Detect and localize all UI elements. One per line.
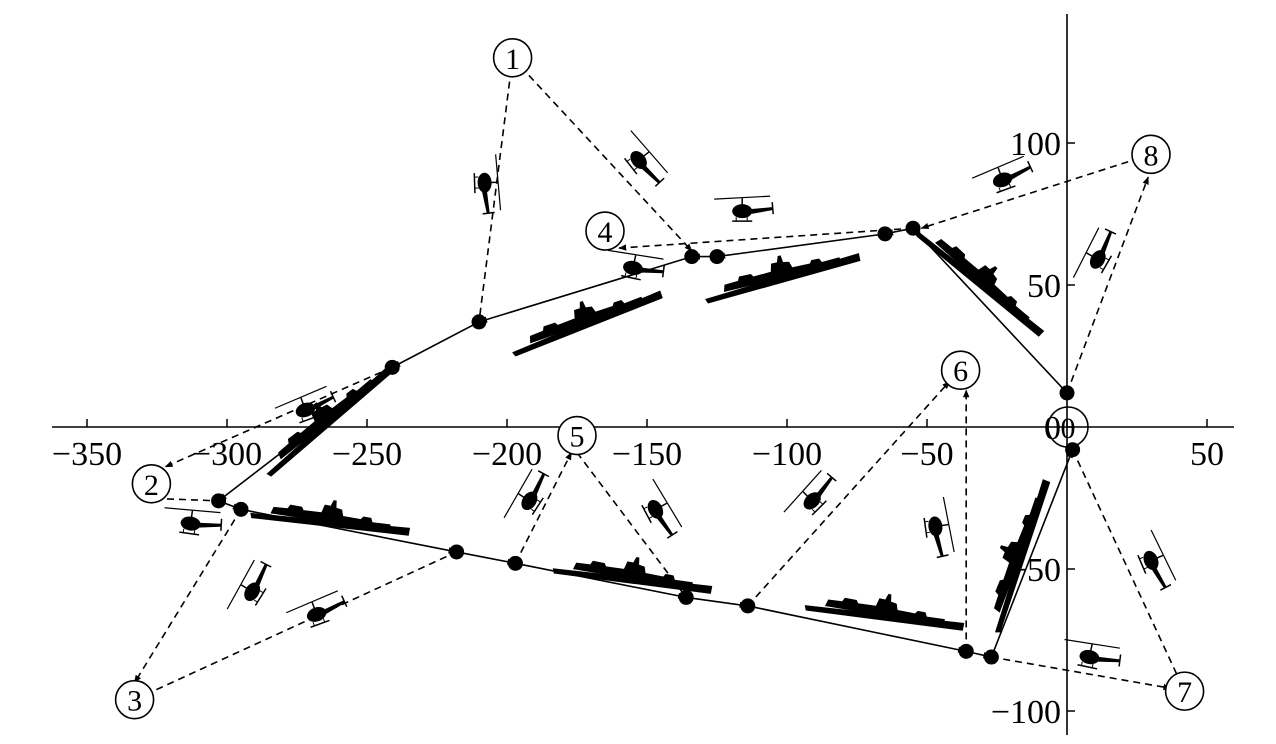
helicopter-route [1066,176,1149,394]
target-label: 4 [598,216,613,249]
x-tick-label: −100 [752,436,822,473]
x-tick-label: −300 [192,436,262,473]
ship-route-segment [456,551,517,565]
helicopter-icon [472,153,502,215]
ship-icon [699,239,863,304]
helicopter-route [476,57,514,323]
target-marker [1164,671,1205,711]
helicopter-route [920,153,1152,230]
y-tick-label: 50 [1027,268,1061,305]
waypoint-marker [507,555,523,571]
waypoint-marker [233,501,249,517]
waypoint-marker [1059,385,1075,401]
waypoint-marker [709,249,725,265]
target-marker [585,211,625,251]
target-label: 1 [505,43,520,76]
waypoint-marker [449,544,465,560]
y-tick-label: −50 [1008,552,1061,589]
helicopter-icon [713,195,774,222]
helicopter-route [164,366,393,468]
ship-icon [803,578,967,641]
helicopter-icon [284,588,350,635]
target-label: 2 [144,469,159,502]
helicopter-route [991,656,1172,691]
waypoint-marker [678,589,694,605]
ship-route-segment [391,321,480,369]
y-tick-label: 0 [1044,410,1061,447]
helicopter-icon [1130,528,1178,594]
ship-route-segment [217,366,393,502]
ship-route-segment [747,605,968,653]
helicopter-icon [500,465,556,531]
target-label: 8 [1144,139,1159,172]
x-tick-label: −150 [612,436,682,473]
origin-label: 0 [1061,412,1076,445]
x-tick-label: −200 [472,436,542,473]
origin-marker [1047,406,1089,448]
ship-route-segment [686,596,749,608]
target-marker [492,37,533,78]
y-tick-label: 100 [1010,126,1061,163]
helicopter-icon [612,127,671,192]
helicopter-icon [920,495,956,560]
ship-route-segment [990,448,1074,658]
target-marker [1131,134,1171,175]
target-marker [557,415,597,456]
ship-route-segment [912,227,1068,394]
helicopter-route [134,551,458,701]
helicopter-route [512,57,693,252]
ship-route-segment [515,562,688,599]
waypoint-marker [471,314,487,330]
ship-route-segment [716,233,886,259]
helicopter-route [747,380,950,607]
waypoint-marker [384,359,400,375]
waypoint-marker [958,643,974,659]
target-label: 5 [570,421,585,454]
target-marker [131,463,172,504]
x-tick-label: −50 [900,436,953,473]
waypoint-marker [740,598,756,614]
y-tick-label: −100 [991,694,1061,731]
waypoint-marker [211,493,227,509]
helicopter-icon [1059,635,1124,675]
helicopter-icon [781,467,842,529]
target-label: 7 [1177,676,1192,709]
x-tick-label: −250 [332,436,402,473]
target-label: 6 [953,355,968,388]
ship-route-segment [478,255,693,323]
helicopter-route [514,451,573,564]
helicopter-route [133,508,242,684]
helicopter-icon [632,476,684,543]
helicopter-route [618,227,914,251]
waypoint-marker [684,249,700,265]
helicopter-icon [602,246,668,285]
target-marker [940,350,981,391]
ship-route-segment [240,508,458,554]
waypoint-marker [983,649,999,665]
target-label: 3 [127,685,142,718]
x-tick-label: −350 [52,436,122,473]
waypoint-marker [877,226,893,242]
helicopter-icon [223,556,278,622]
waypoint-marker [905,220,921,236]
helicopter-icon [160,504,225,539]
x-tick-label: 50 [1190,436,1224,473]
helicopter-route [576,452,687,599]
helicopter-route [1071,449,1186,692]
helicopter-icon [1070,224,1123,290]
target-marker [114,679,155,720]
